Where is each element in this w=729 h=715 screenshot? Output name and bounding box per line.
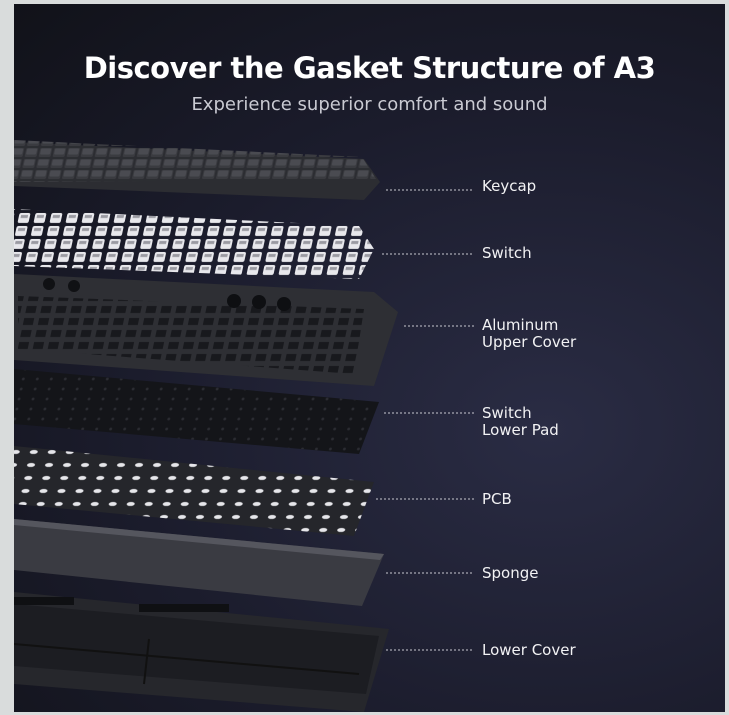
label-switch: Switch (482, 244, 532, 262)
aluminum-upper-cover-layer (14, 274, 398, 386)
label-line: Lower Pad (482, 421, 559, 439)
pcb-layer (14, 446, 374, 536)
label-line: Switch (482, 404, 532, 422)
lower-cover-layer (14, 592, 389, 712)
label-sponge: Sponge (482, 564, 539, 582)
label-switch-lower-pad: Switch Lower Pad (482, 405, 559, 439)
exploded-keyboard-illustration (14, 140, 474, 712)
label-line: Aluminum (482, 316, 559, 334)
label-lower-cover: Lower Cover (482, 641, 576, 659)
page-subtitle: Experience superior comfort and sound (191, 94, 548, 115)
keycap-layer (14, 140, 380, 200)
page-title: Discover the Gasket Structure of A3 (83, 51, 656, 85)
label-line: Upper Cover (482, 333, 577, 351)
switch-lower-pad-layer (14, 369, 379, 454)
label-keycap: Keycap (482, 177, 537, 195)
switch-layer (14, 209, 374, 279)
product-banner: Discover the Gasket Structure of A3 Expe… (14, 4, 725, 712)
label-pcb: PCB (482, 490, 512, 508)
sponge-layer (14, 519, 384, 606)
leader-lines (376, 189, 474, 651)
label-aluminum-upper-cover: Aluminum Upper Cover (482, 317, 576, 351)
